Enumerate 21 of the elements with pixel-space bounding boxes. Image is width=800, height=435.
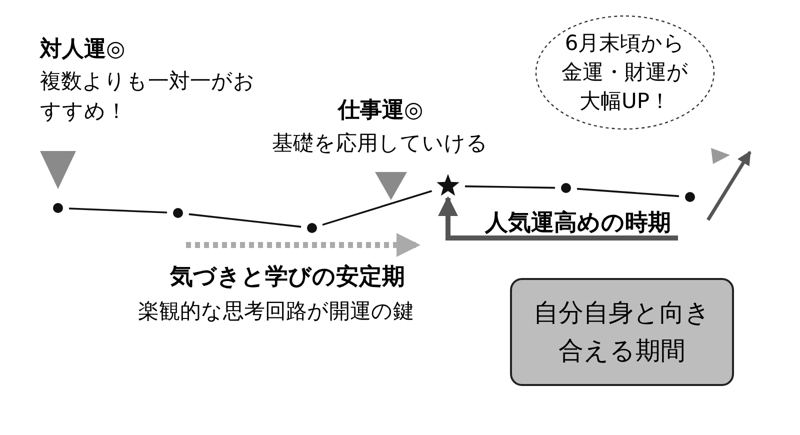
heading-label: 気づきと学びの安定期 [170, 263, 405, 292]
dot [306, 222, 318, 234]
line [188, 213, 302, 228]
note-text: 基礎を応用していける [272, 130, 488, 157]
dot [684, 191, 696, 203]
dot [52, 202, 64, 214]
star [436, 174, 460, 198]
thought-bubble: 6月末頃から金運・財運が大幅UP！ [535, 15, 715, 130]
period-label: 人気運高めの時期 [464, 206, 692, 238]
line [576, 188, 680, 198]
line [322, 190, 432, 226]
period-box: 自分自身と向き合える期間 [510, 278, 734, 386]
line [464, 185, 556, 189]
heading-label: 対人運◎ [40, 36, 126, 64]
note-text: 複数よりも一対一がおすすめ！ [40, 68, 256, 125]
line [68, 208, 168, 214]
dot [172, 207, 184, 219]
note-text: 楽観的な思考回路が開運の鍵 [138, 298, 414, 325]
arrow [438, 196, 678, 240]
dot [560, 182, 572, 194]
heading-label: 仕事運◎ [338, 97, 424, 125]
